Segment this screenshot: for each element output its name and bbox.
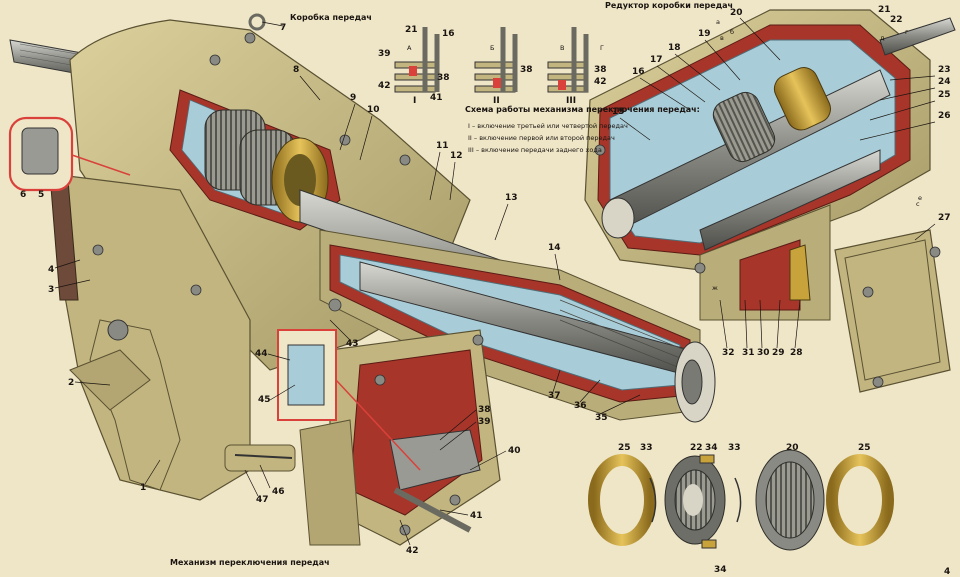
title-gearbox: Коробка передач [290,12,372,22]
callout-3: 3 [48,285,54,295]
callout-19: 19 [698,29,711,39]
callout-5: 5 [38,190,44,200]
callout-30: 30 [757,348,770,358]
synchronizer-exploded [588,449,894,551]
callout-16: 16 [632,67,645,77]
callout-42: 42 [406,546,419,556]
scheme-roman-i: I [413,96,416,106]
reducer-letter-e: е [918,194,922,202]
main-gearbox [9,13,716,501]
callout-23: 23 [938,65,951,75]
side-cover [59,174,251,501]
callout-41-scheme: 41 [430,93,443,103]
callout-24: 24 [938,77,951,87]
callout-32: 32 [722,348,735,358]
callout-18: 18 [668,43,681,53]
callout-9: 9 [350,93,356,103]
callout-36: 36 [574,401,587,411]
callout-11: 11 [436,141,449,151]
callout-39-scheme: 39 [378,49,391,59]
callout-14: 14 [548,243,561,253]
callout-40: 40 [508,446,521,456]
callout-6: 6 [20,190,26,200]
gear-cluster [204,109,329,223]
callout-25a: 25 [618,443,631,453]
callout-2: 2 [68,378,74,388]
callout-25: 25 [938,90,951,100]
reducer-letter-s: с [916,200,920,208]
callout-20-sync: 20 [786,443,799,453]
scheme-legend-ii: II – включение первой или второй передач [468,134,615,142]
callout-26: 26 [938,111,951,121]
scheme-title: Схема работы механизма переключения пере… [465,104,700,114]
callout-31: 31 [742,348,755,358]
callout-35: 35 [595,413,608,423]
scheme-letter-g: Г [600,44,604,52]
callout-37: 37 [548,391,561,401]
callout-16-scheme: 16 [442,29,455,39]
scheme-legend-i: I – включение третьей или четвертой пере… [468,122,628,130]
scheme-legend-iii: III – включение передачи заднего хода [468,146,602,154]
shift-cover-plate [299,329,501,546]
reducer-letter-a: а [716,18,720,26]
callout-38-scheme: 38 [437,73,450,83]
scheme-letter-b: Б [490,44,494,52]
reducer-letter-g: г [905,28,909,36]
callout-42-scheme-iii: 42 [594,77,607,87]
scheme-title-line: Схема работы механизма переключения пере… [465,104,700,114]
callout-45: 45 [258,395,271,405]
callout-numbers: 1 2 3 4 5 6 7 8 9 10 11 12 13 14 15 16 1… [20,5,951,575]
callout-21: 21 [878,5,891,15]
callout-42-scheme: 42 [378,81,391,91]
callout-20: 20 [730,8,743,18]
scheme-letter-a: А [407,44,412,52]
callout-27: 27 [938,213,951,223]
scheme-roman-ii: II [493,96,500,106]
reducer-letter-zh: ж [712,284,718,292]
callout-34a: 34 [705,443,718,453]
reducer-cover [834,229,951,393]
callout-7: 7 [280,23,286,33]
reducer-letter-b: б [730,28,734,36]
reducer-letter-d: д [880,34,885,42]
callout-4: 4 [48,265,54,275]
callout-33a: 33 [640,443,653,453]
callout-43: 43 [346,339,359,349]
callout-29: 29 [772,348,785,358]
callout-1: 1 [140,483,146,493]
callout-46: 46 [272,487,285,497]
page-number-fragment: 4 [944,567,950,577]
callout-47: 47 [256,495,269,505]
callout-22-sync: 22 [690,443,703,453]
callout-13: 13 [505,193,518,203]
reducer-assembly [584,9,956,393]
callout-17: 17 [650,55,663,65]
leader-lines [54,17,936,546]
callout-22: 22 [890,15,903,25]
shift-scheme [394,27,589,93]
callout-39: 39 [478,417,491,427]
callout-12: 12 [450,151,463,161]
callout-44: 44 [255,349,268,359]
shift-lever-assembly [69,319,296,491]
scheme-roman-iii: III [566,96,576,106]
callout-28: 28 [790,348,803,358]
callout-25b: 25 [858,443,871,453]
callout-34b: 34 [714,565,727,575]
callout-21-scheme: 21 [405,25,418,35]
callout-38-scheme-iii: 38 [594,65,607,75]
reducer-letter-v: в [720,34,724,42]
title-shift-mechanism: Механизм переключения передач [170,558,330,567]
callout-10: 10 [367,105,380,115]
callout-41: 41 [470,511,483,521]
callout-8: 8 [293,65,299,75]
scheme-letter-v: В [560,44,564,52]
callout-38: 38 [478,405,491,415]
callout-33b: 33 [728,443,741,453]
callout-15: 15 [612,107,625,117]
callout-38-scheme-ii: 38 [520,65,533,75]
title-reducer: Редуктор коробки передач [605,0,733,10]
